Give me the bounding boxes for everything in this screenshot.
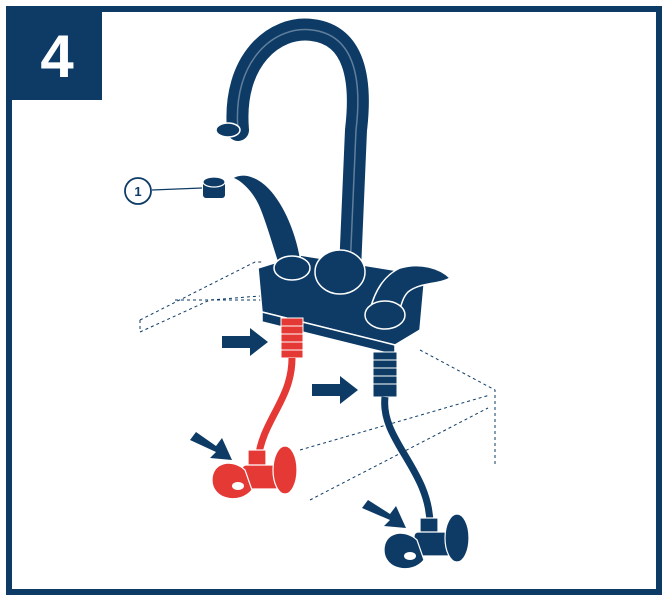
arrow-right-icon (362, 500, 406, 528)
aerator-icon (203, 177, 225, 198)
hot-supply-line (258, 318, 303, 460)
callout-label: 1 (134, 184, 141, 199)
cold-supply-line (373, 352, 430, 525)
arrow-right-icon (222, 328, 268, 356)
arrow-right-icon (190, 432, 232, 460)
arrow-right-icon (312, 376, 358, 404)
faucet-icon (216, 30, 450, 355)
callout-leader-line (152, 188, 202, 190)
